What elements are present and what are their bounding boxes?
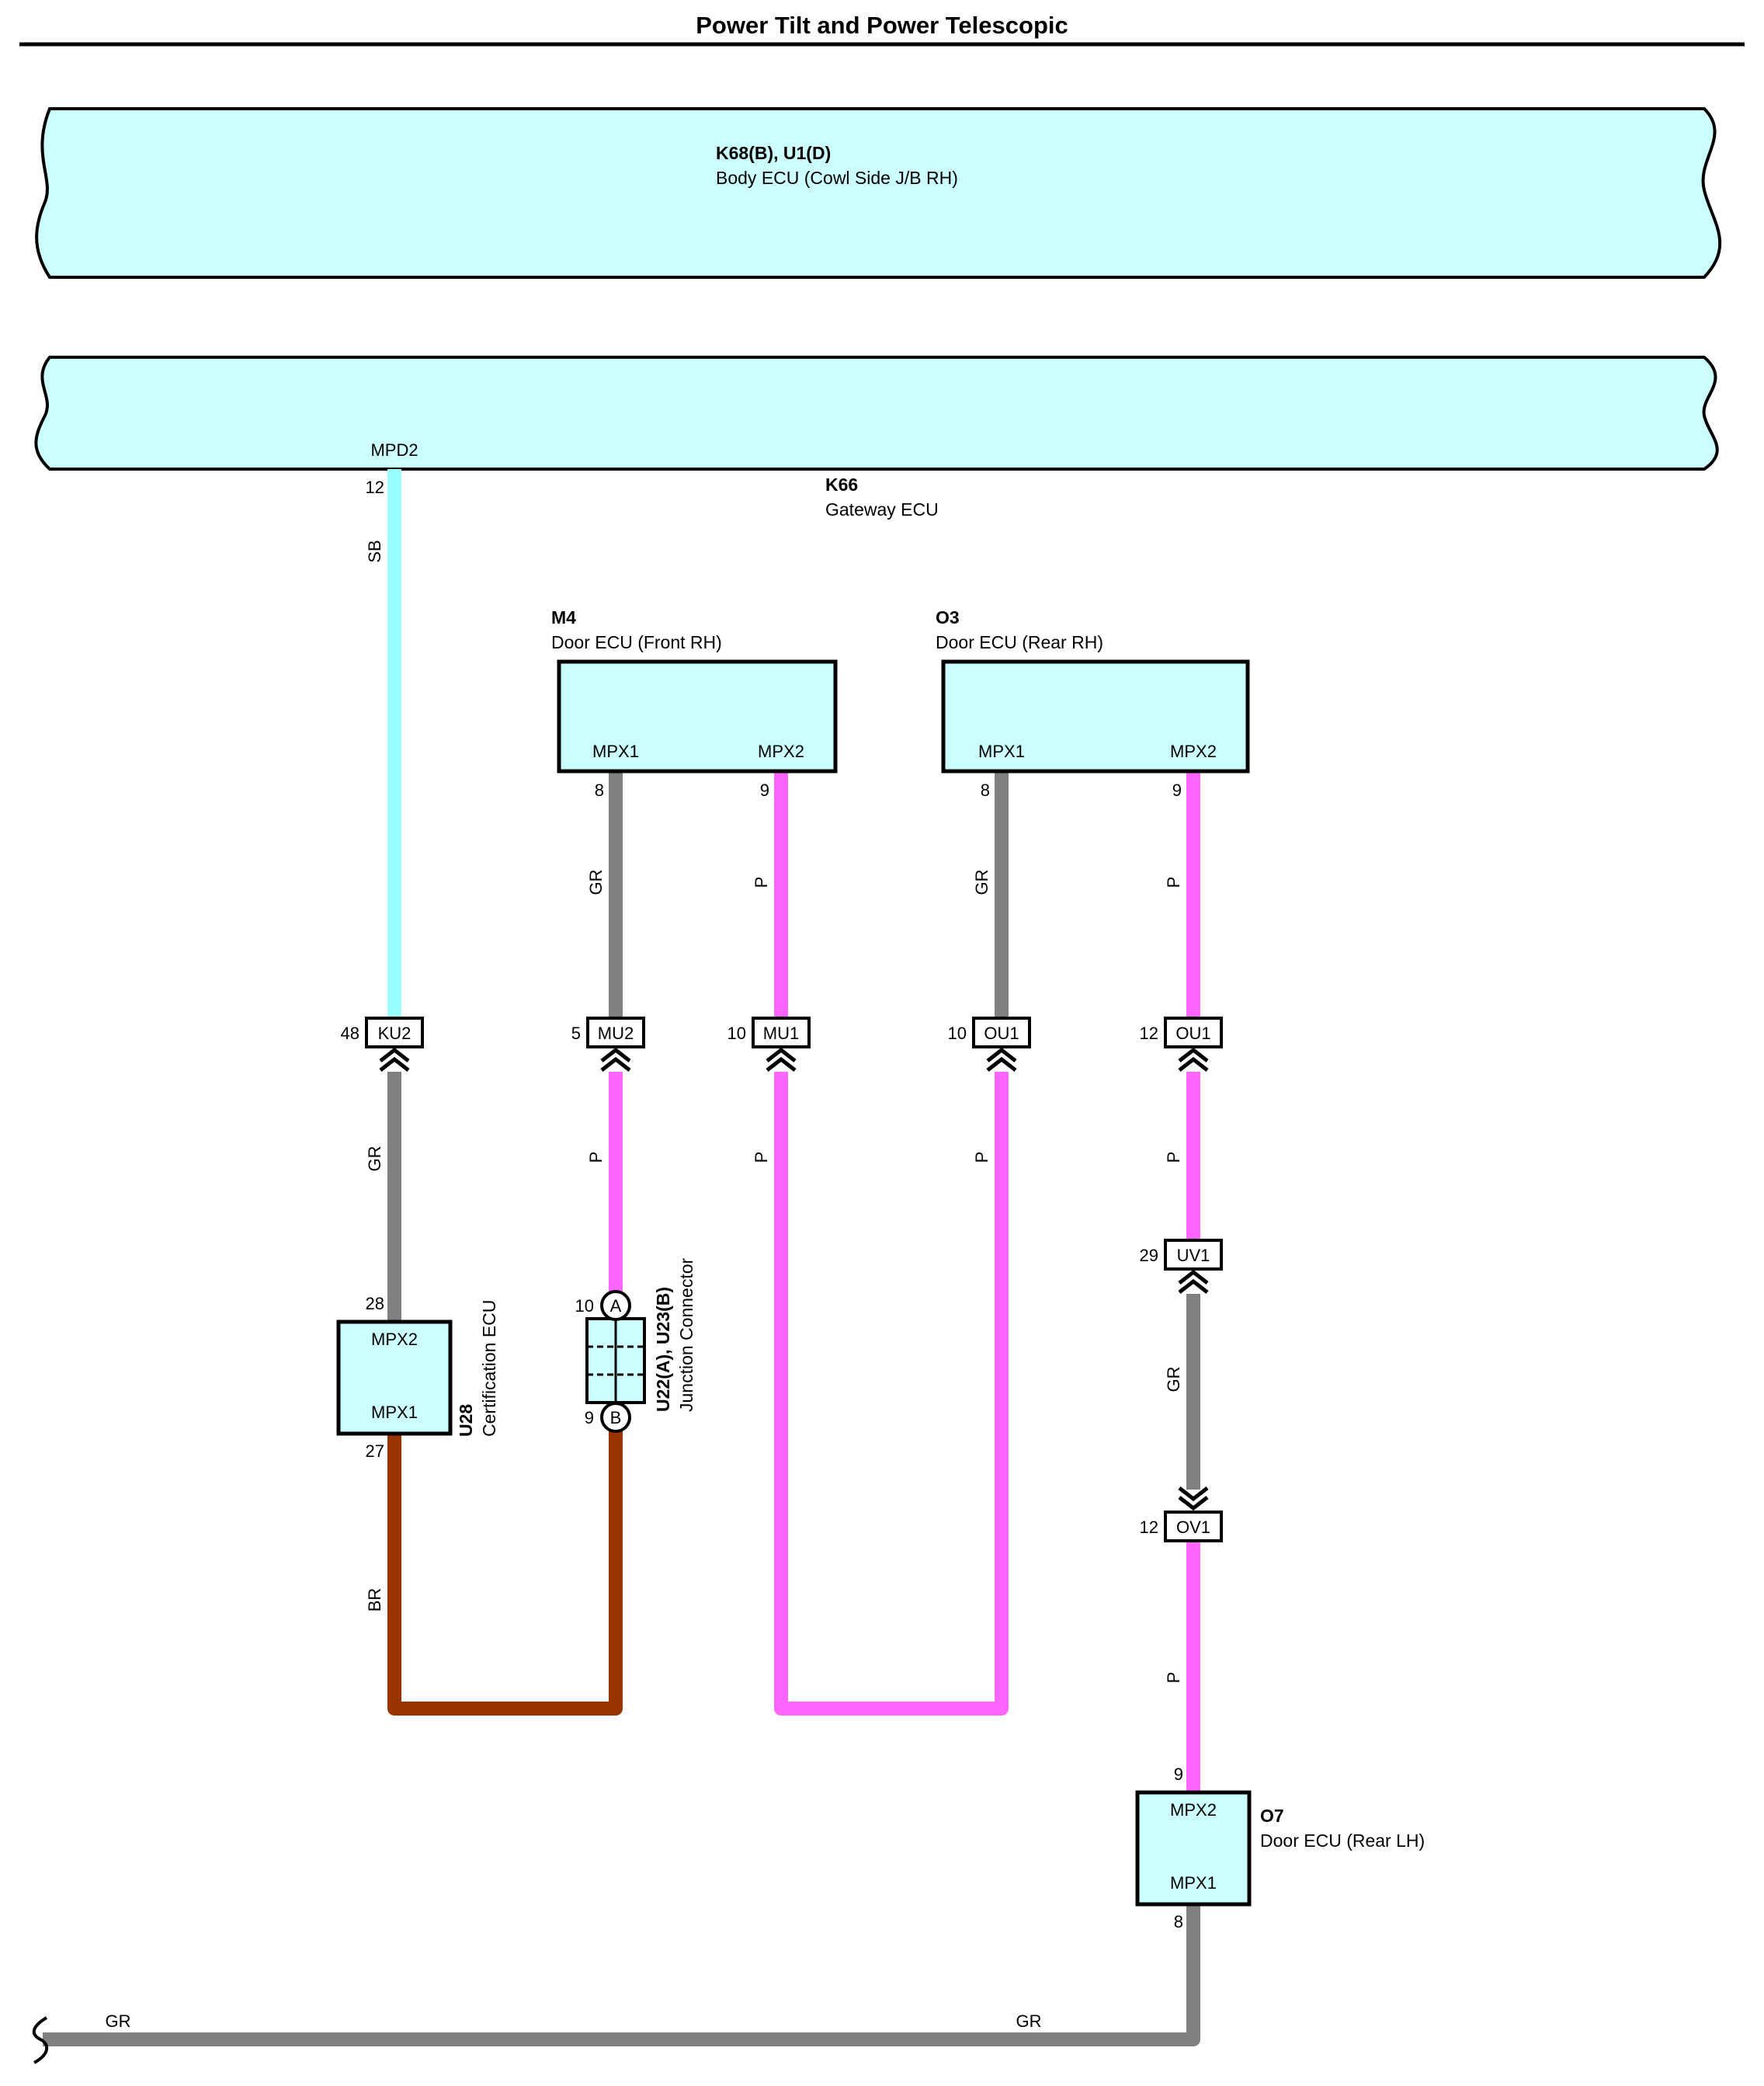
o7-terminal-mpx1: MPX1 bbox=[1170, 1873, 1217, 1893]
ov1-pin: 12 bbox=[1140, 1518, 1158, 1537]
door-ecu-rear-lh: MPX2 MPX1 9 8 O7 Door ECU (Rear LH) bbox=[1135, 1764, 1425, 1931]
m4-code: M4 bbox=[551, 607, 576, 628]
m4-name: Door ECU (Front RH) bbox=[551, 632, 722, 652]
wire-label-p-o3: P bbox=[1164, 877, 1183, 888]
connector-ku2: KU2 48 bbox=[341, 1017, 424, 1072]
u28-terminal-mpx1: MPX1 bbox=[371, 1403, 418, 1422]
door-ecu-front-rh: M4 Door ECU (Front RH) MPX1 MPX2 8 9 bbox=[551, 607, 838, 800]
body-ecu-block: K68(B), U1(D) Body ECU (Cowl Side J/B RH… bbox=[35, 107, 1722, 279]
wire-label-sb: SB bbox=[365, 540, 384, 562]
ou1-b-pin: 12 bbox=[1140, 1024, 1158, 1043]
connector-ov1: OV1 12 bbox=[1140, 1486, 1223, 1542]
wire-label-gr-o3: GR bbox=[972, 870, 991, 895]
connector-ou1-a: OU1 10 bbox=[948, 1017, 1031, 1072]
ou1-a-pin: 10 bbox=[948, 1024, 967, 1043]
wire-label-br: BR bbox=[365, 1588, 384, 1612]
gateway-pin-number: 12 bbox=[366, 478, 384, 497]
gateway-ecu-block: MPD2 12 K66 Gateway ECU bbox=[34, 356, 1719, 520]
wire-label-p-m4: P bbox=[752, 877, 771, 888]
uv1-label: UV1 bbox=[1177, 1246, 1210, 1265]
mu1-pin: 10 bbox=[727, 1024, 746, 1043]
certification-ecu: MPX2 MPX1 28 27 U28 Certification ECU bbox=[336, 1294, 499, 1461]
o3-terminal-mpx1: MPX1 bbox=[978, 742, 1025, 761]
m4-terminal-mpx2: MPX2 bbox=[758, 742, 804, 761]
junction-b-label: B bbox=[610, 1408, 622, 1427]
body-ecu-name: Body ECU (Cowl Side J/B RH) bbox=[716, 168, 958, 188]
o7-pin-mpx2: 9 bbox=[1174, 1764, 1183, 1784]
ou1-a-label: OU1 bbox=[984, 1024, 1019, 1043]
u28-code: U28 bbox=[456, 1404, 476, 1437]
uv1-pin: 29 bbox=[1140, 1246, 1158, 1265]
gateway-ecu-code: K66 bbox=[825, 475, 858, 495]
wire-label-p-ov1: P bbox=[1164, 1672, 1183, 1684]
mu2-pin: 5 bbox=[571, 1024, 581, 1043]
o7-terminal-mpx2: MPX2 bbox=[1170, 1800, 1217, 1820]
u28-name: Certification ECU bbox=[479, 1300, 499, 1437]
u28-pin-mpx2: 28 bbox=[366, 1294, 384, 1313]
ku2-pin: 48 bbox=[341, 1024, 359, 1043]
junction-name: Junction Connector bbox=[676, 1257, 696, 1412]
gateway-terminal-label: MPD2 bbox=[370, 440, 418, 460]
o7-name: Door ECU (Rear LH) bbox=[1260, 1830, 1425, 1851]
junction-connector: A B 10 9 U22(A), U23(B) Junction Connect… bbox=[575, 1257, 696, 1433]
ku2-label: KU2 bbox=[378, 1024, 411, 1043]
junction-code: U22(A), U23(B) bbox=[653, 1287, 673, 1412]
junction-a-label: A bbox=[610, 1296, 622, 1316]
wire-br-cert-junction bbox=[387, 1431, 623, 1716]
connector-ou1-b: OU1 12 bbox=[1140, 1017, 1223, 1072]
connector-uv1: UV1 29 bbox=[1140, 1239, 1223, 1294]
body-ecu-code: K68(B), U1(D) bbox=[716, 143, 831, 163]
o7-pin-mpx1: 8 bbox=[1174, 1912, 1183, 1931]
m4-pin-mpx1: 8 bbox=[595, 781, 604, 800]
wire-label-gr-bottom-right: GR bbox=[1016, 2011, 1042, 2031]
wire-label-p-mu1: P bbox=[752, 1152, 771, 1163]
wire-label-p-ou1-uv1: P bbox=[1164, 1152, 1183, 1163]
wire-label-gr-m4: GR bbox=[586, 870, 606, 895]
junction-a-pin: 10 bbox=[575, 1296, 594, 1316]
u28-terminal-mpx2: MPX2 bbox=[371, 1330, 418, 1349]
u28-pin-mpx1: 27 bbox=[366, 1441, 384, 1461]
wire-label-gr-uv1: GR bbox=[1164, 1367, 1183, 1392]
wire-label-gr-bottom-left: GR bbox=[106, 2011, 131, 2031]
mu1-label: MU1 bbox=[763, 1024, 799, 1043]
wire-gr-o7-bottom bbox=[43, 1904, 1200, 2046]
ou1-b-label: OU1 bbox=[1175, 1024, 1210, 1043]
m4-terminal-mpx1: MPX1 bbox=[592, 742, 639, 761]
junction-b-pin: 9 bbox=[585, 1408, 594, 1427]
o3-name: Door ECU (Rear RH) bbox=[936, 632, 1103, 652]
connector-mu2: MU2 5 bbox=[571, 1017, 645, 1072]
wire-label-p-mu2: P bbox=[586, 1152, 606, 1163]
o3-code: O3 bbox=[936, 607, 960, 628]
diagram-title: Power Tilt and Power Telescopic bbox=[696, 12, 1068, 39]
gateway-ecu-name: Gateway ECU bbox=[825, 499, 939, 520]
wire-break-symbol bbox=[32, 2016, 49, 2064]
wire-p-mu1-ou1-loop bbox=[774, 1072, 1009, 1716]
wire-label-gr-ku2: GR bbox=[365, 1146, 384, 1172]
m4-pin-mpx2: 9 bbox=[760, 781, 769, 800]
o3-pin-mpx1: 8 bbox=[981, 781, 990, 800]
wire-label-p-ou1: P bbox=[972, 1152, 991, 1163]
connector-mu1: MU1 10 bbox=[727, 1017, 811, 1072]
o3-pin-mpx2: 9 bbox=[1172, 781, 1182, 800]
o3-terminal-mpx2: MPX2 bbox=[1170, 742, 1217, 761]
door-ecu-rear-rh: O3 Door ECU (Rear RH) MPX1 MPX2 8 9 bbox=[936, 607, 1250, 800]
o7-code: O7 bbox=[1260, 1806, 1284, 1826]
ov1-label: OV1 bbox=[1176, 1518, 1210, 1537]
mu2-label: MU2 bbox=[598, 1024, 634, 1043]
